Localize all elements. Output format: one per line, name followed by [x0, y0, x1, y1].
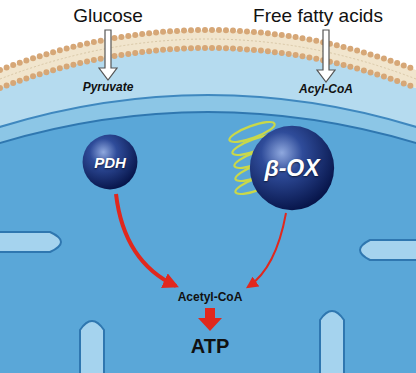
sphere-fill — [250, 126, 334, 210]
crista — [0, 232, 61, 252]
crista — [360, 240, 416, 260]
crista — [320, 311, 344, 373]
lipid-heads — [0, 48, 416, 88]
pdh-sphere: PDH — [82, 134, 138, 190]
enzyme-name: PDH — [94, 154, 126, 171]
mitochondrion-outer — [0, 95, 416, 373]
flux-arrow — [248, 213, 286, 287]
mitochondrial-matrix — [0, 112, 416, 373]
metabolite-label: Acetyl-CoA — [178, 291, 243, 305]
uptake-arrow — [317, 30, 335, 82]
crista — [80, 321, 104, 373]
sphere-fill — [83, 135, 138, 190]
beta-oxidation-sphere: β-OX — [249, 125, 335, 211]
metabolite-label: Acyl-CoA — [299, 83, 353, 97]
uptake-arrow — [99, 30, 117, 80]
enzyme-name: β-OX — [264, 155, 319, 182]
membrane-band — [0, 30, 416, 88]
lipid-tails — [0, 39, 416, 79]
product-label: ATP — [191, 335, 230, 358]
flux-arrow — [116, 194, 176, 286]
metabolite-label: Pyruvate — [83, 81, 134, 95]
atp-arrow — [198, 308, 222, 331]
lipid-heads — [0, 30, 416, 70]
substrate-label: Glucose — [73, 5, 143, 27]
substrate-label: Free fatty acids — [253, 5, 383, 27]
